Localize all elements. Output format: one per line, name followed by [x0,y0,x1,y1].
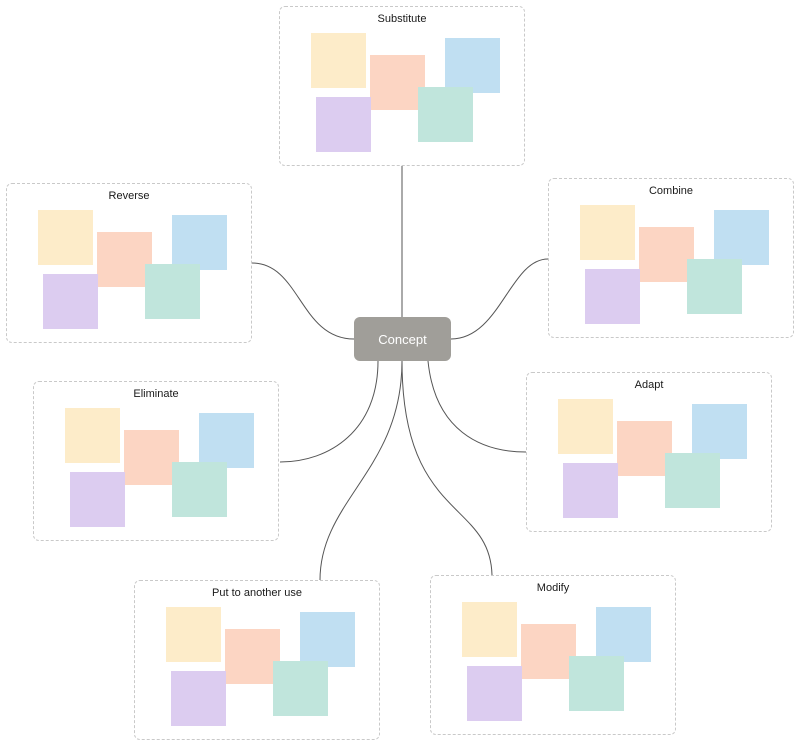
sticky-note-green[interactable] [687,259,742,314]
card-eliminate[interactable]: Eliminate [33,381,279,541]
sticky-note-yellow[interactable] [166,607,221,662]
sticky-note-peach[interactable] [639,227,694,282]
central-concept-node[interactable]: Concept [354,317,451,361]
sticky-note-green[interactable] [569,656,624,711]
sticky-note-yellow[interactable] [558,399,613,454]
sticky-note-purple[interactable] [316,97,371,152]
connector-modify [401,360,493,576]
sticky-note-yellow[interactable] [65,408,120,463]
sticky-note-purple[interactable] [563,463,618,518]
sticky-note-blue[interactable] [445,38,500,93]
card-title-modify: Modify [536,582,570,594]
sticky-note-purple[interactable] [467,666,522,721]
card-substitute[interactable]: Substitute [279,6,525,166]
card-title-combine: Combine [648,185,694,197]
card-title-reverse: Reverse [108,190,150,202]
card-title-eliminate: Eliminate [133,388,179,400]
sticky-note-peach[interactable] [124,430,179,485]
sticky-note-blue[interactable] [692,404,747,459]
sticky-note-blue[interactable] [199,413,254,468]
sticky-note-green[interactable] [665,453,720,508]
sticky-note-green[interactable] [273,661,328,716]
sticky-note-green[interactable] [145,264,200,319]
sticky-note-peach[interactable] [370,55,425,110]
connector-adapt [427,360,527,453]
card-title-adapt: Adapt [634,379,664,391]
sticky-note-peach[interactable] [521,624,576,679]
sticky-note-purple[interactable] [585,269,640,324]
sticky-note-blue[interactable] [714,210,769,265]
sticky-note-purple[interactable] [70,472,125,527]
connector-reverse [251,262,355,340]
sticky-note-purple[interactable] [171,671,226,726]
sticky-note-blue[interactable] [172,215,227,270]
sticky-note-yellow[interactable] [38,210,93,265]
sticky-note-yellow[interactable] [462,602,517,657]
connector-combine [450,258,549,340]
card-put-to-another-use[interactable]: Put to another use [134,580,380,740]
sticky-note-blue[interactable] [300,612,355,667]
card-title-put-to-another-use: Put to another use [212,587,302,599]
sticky-note-blue[interactable] [596,607,651,662]
sticky-note-green[interactable] [418,87,473,142]
card-modify[interactable]: Modify [430,575,676,735]
sticky-note-yellow[interactable] [311,33,366,88]
connector-put-to-another-use [319,360,403,581]
card-reverse[interactable]: Reverse [6,183,252,343]
card-combine[interactable]: Combine [548,178,794,338]
sticky-note-peach[interactable] [225,629,280,684]
central-concept-label: Concept [378,331,427,347]
sticky-note-purple[interactable] [43,274,98,329]
sticky-note-green[interactable] [172,462,227,517]
sticky-note-peach[interactable] [617,421,672,476]
connector-eliminate [279,360,379,463]
card-title-substitute: Substitute [377,13,427,25]
sticky-note-yellow[interactable] [580,205,635,260]
sticky-note-peach[interactable] [97,232,152,287]
card-adapt[interactable]: Adapt [526,372,772,532]
